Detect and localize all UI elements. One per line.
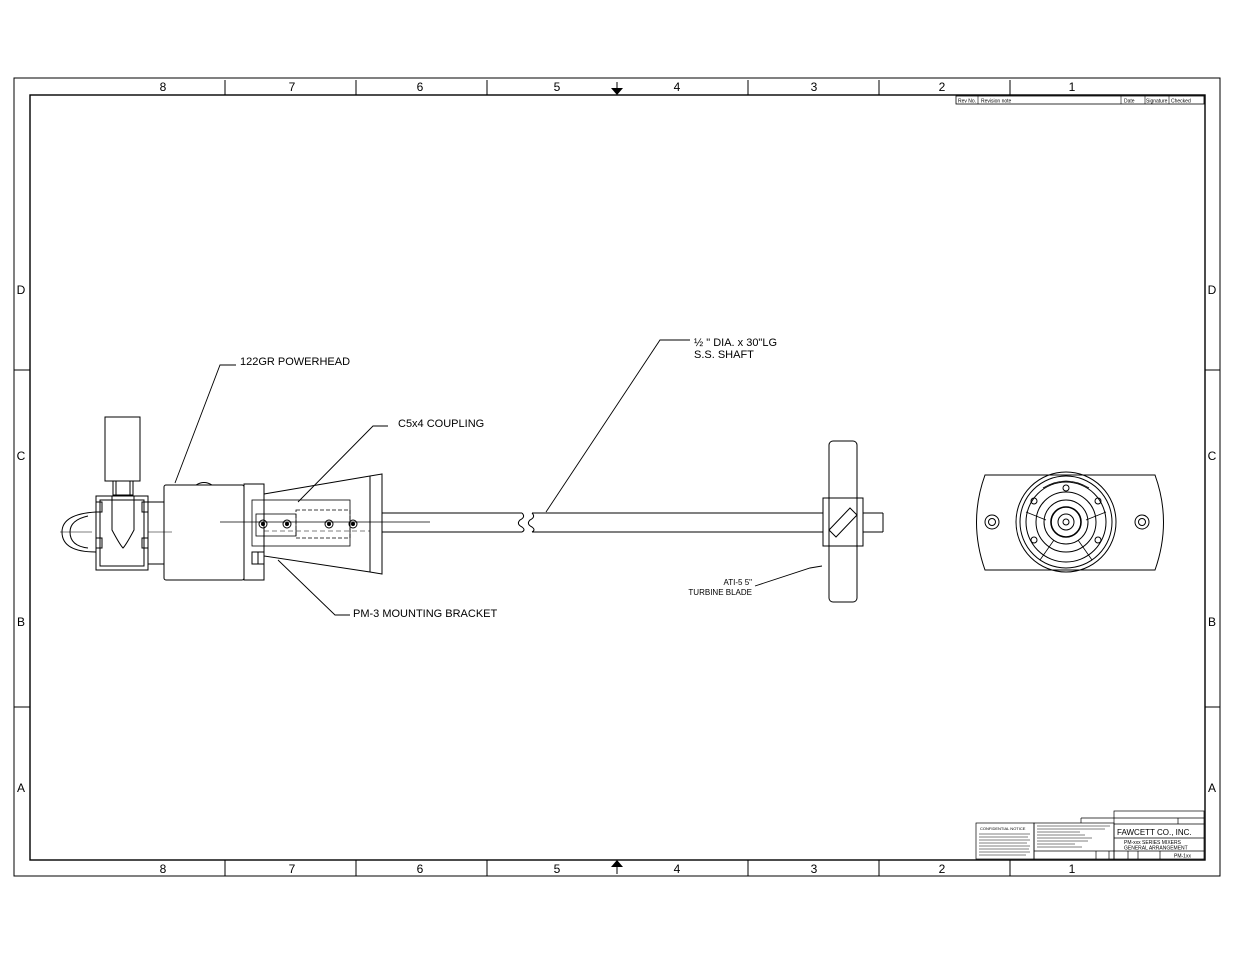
rev-header-checked: Checked [1171,99,1191,105]
end-view [977,472,1164,572]
col-label-bottom: 5 [554,862,561,876]
col-label-bottom: 3 [811,862,818,876]
shaft-callout-line2: S.S. SHAFT [694,349,754,361]
col-label-bottom: 6 [417,862,424,876]
rev-header-date: Date [1124,99,1135,105]
row-ticks [14,370,1220,707]
col-label-bottom: 2 [939,862,946,876]
col-label-bottom: 4 [674,862,681,876]
row-label-left: B [17,615,25,629]
col-label-top: 8 [160,80,167,94]
confidential-notice: CONFIDENTIAL NOTICE [980,826,1026,831]
col-label-top: 4 [674,80,681,94]
powerhead-callout: 122GR POWERHEAD [240,356,350,368]
col-label-top: 2 [939,80,946,94]
row-label-right: C [1208,449,1217,463]
blade-callout-line1: ATI-5 5" [724,578,753,587]
col-label-top: 1 [1069,80,1076,94]
row-label-right: D [1208,283,1217,297]
row-label-right: B [1208,615,1216,629]
col-label-top: 6 [417,80,424,94]
col-label-bottom: 8 [160,862,167,876]
inner-border [30,95,1205,860]
center-arrows [611,82,623,874]
shaft-callout-line1: ½ " DIA. x 30"LG [694,337,777,349]
col-label-top: 3 [811,80,818,94]
row-label-left: C [17,449,26,463]
blade-callout-line2: TURBINE BLADE [688,588,752,597]
outer-border [14,78,1220,876]
rev-header-no: Rev No. [958,99,976,105]
coupling-callout: C5x4 COUPLING [398,418,484,430]
col-label-top: 5 [554,80,561,94]
col-label-top: 7 [289,80,296,94]
row-label-left: D [17,283,26,297]
drawing-title-line2: GENERAL ARRANGEMENT [1124,846,1188,852]
col-label-bottom: 1 [1069,862,1076,876]
company-name: FAWCETT CO., INC. [1117,828,1192,837]
row-label-right: A [1208,781,1216,795]
revision-block: Rev No. Revision note Date Signature Che… [956,96,1204,105]
bracket-callout: PM-3 MOUNTING BRACKET [353,608,498,620]
rev-header-signature: Signature [1146,99,1168,105]
row-label-left: A [17,781,25,795]
leader-lines [175,340,822,615]
rev-header-note: Revision note [981,99,1012,105]
powerhead-assembly [60,417,264,580]
drawing-number: PM-1xx [1174,854,1191,860]
column-ticks [225,80,1010,876]
shaft [382,441,883,602]
col-label-bottom: 7 [289,862,296,876]
